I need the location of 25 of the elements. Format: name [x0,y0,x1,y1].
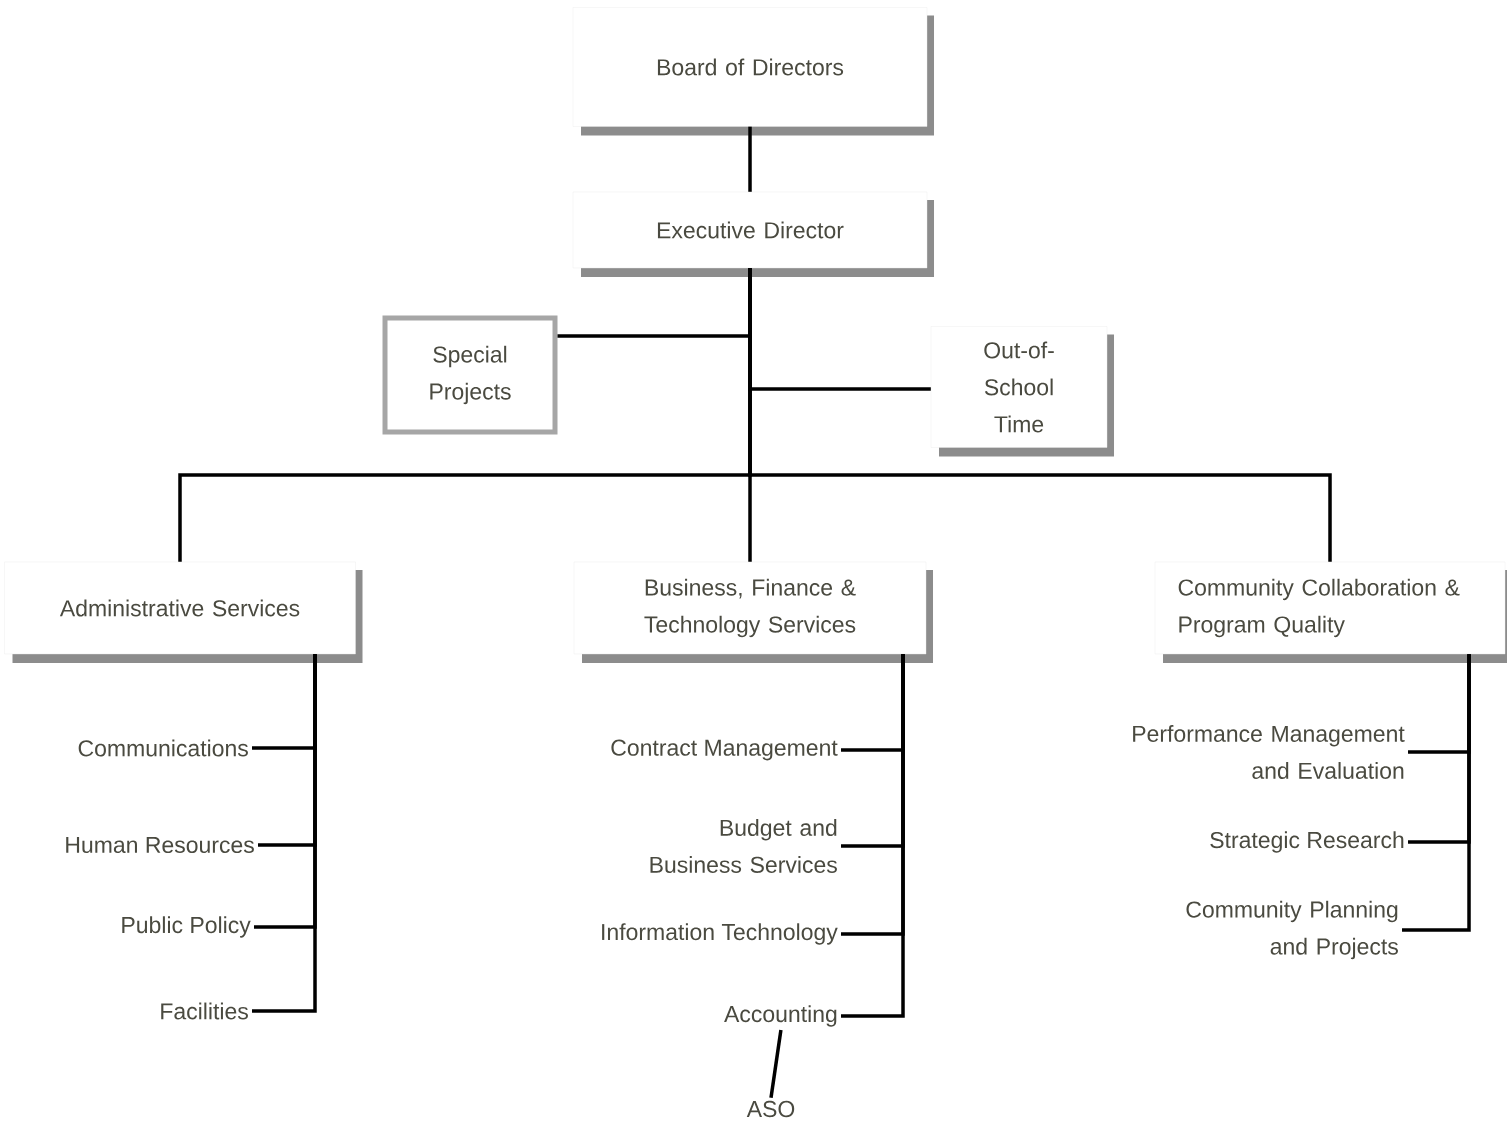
unit-label: ASO [746,1100,795,1118]
connector-line [1402,654,1471,932]
org-box: Board of Directors [572,7,934,136]
org-box: Administrative Services [4,561,363,663]
bevel-box: Special Projects [382,315,558,435]
unit-label: Human Resources [66,836,254,853]
unit-label: Strategic Research [1210,831,1404,853]
unit-label: Accounting [724,1005,837,1027]
unit-label: Performance Management and Evaluation [1133,725,1405,779]
unit-label: Public Policy [122,916,251,938]
connector-line [841,654,905,1018]
connector-line [769,1029,783,1098]
unit-label: Budget and Business Services [650,819,837,873]
unit-label: Community Planning and Projects [1186,900,1398,960]
unit-label: Information Technology [602,923,838,945]
org-box: Community Collaboration & Program Quality [1154,561,1507,663]
connector-line [252,654,317,1013]
org-box: Executive Director [572,191,934,277]
org-box: Business, Finance & Technology Services [573,561,933,663]
org-box: Out-of-School Time [930,326,1114,457]
connector-line [748,126,752,192]
unit-label: Contract Management [611,739,838,761]
unit-label: Communications [78,739,248,757]
unit-label: Facilities [161,1002,248,1020]
connector-line [748,268,1332,562]
